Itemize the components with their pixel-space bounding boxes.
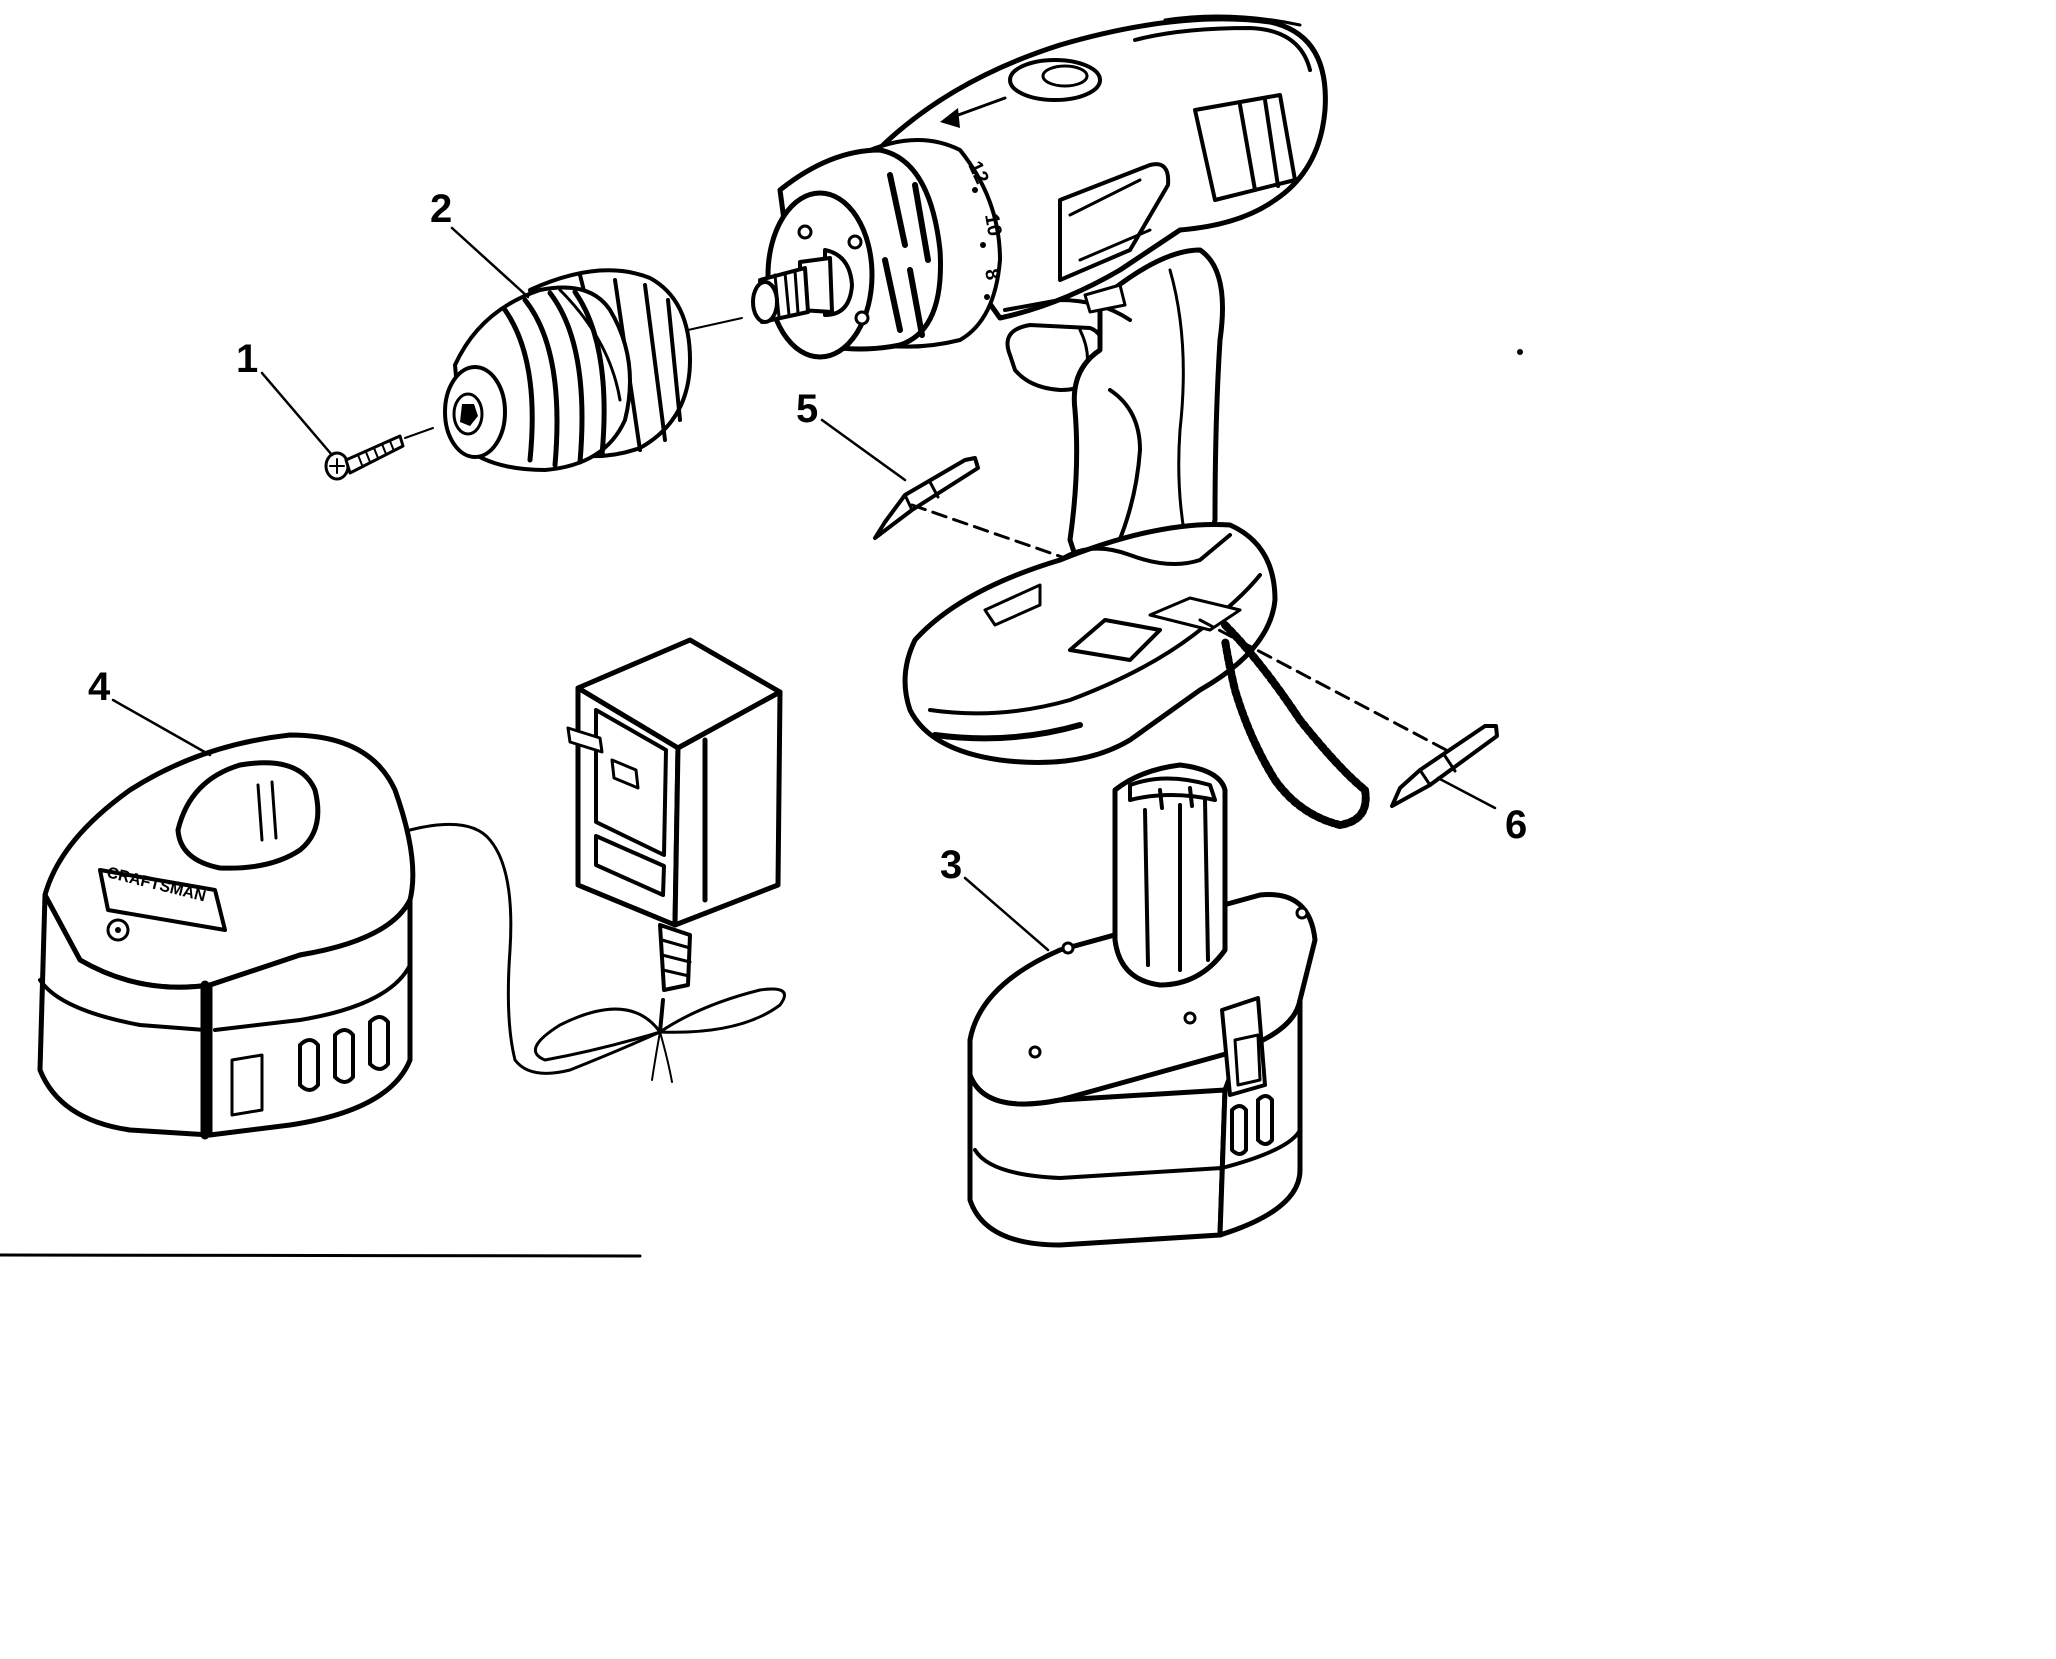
callout-4: 4 <box>88 665 111 709</box>
charger-cord <box>408 822 786 1083</box>
leader-lines <box>111 226 1497 952</box>
bit-5-part <box>873 456 1067 560</box>
leader-4 <box>111 698 212 757</box>
charger-part: CRAFTSMAN <box>37 732 416 1140</box>
leader-2 <box>450 226 530 299</box>
leader-5 <box>820 418 907 482</box>
chuck-part <box>404 268 743 472</box>
diagram-canvas: 8 10 12 <box>0 14 1527 1258</box>
callout-3: 3 <box>940 843 962 887</box>
leader-1 <box>260 371 334 457</box>
clutch-mark-10: 10 <box>980 212 1006 238</box>
exploded-parts-diagram: 8 10 12 <box>0 14 1528 1258</box>
bit-6-part <box>1198 618 1499 808</box>
callout-2: 2 <box>430 187 452 231</box>
wall-adapter-part <box>566 637 783 992</box>
drill-part: 8 10 12 <box>751 14 1370 829</box>
callout-labels: 1 2 3 4 5 6 <box>88 187 1527 887</box>
scan-speck <box>1517 349 1523 355</box>
bottom-rule <box>0 1253 642 1258</box>
battery-part <box>967 762 1318 1248</box>
screw-part <box>324 434 405 481</box>
clutch-mark-8: 8 <box>980 267 1004 282</box>
callout-1: 1 <box>236 337 258 381</box>
leader-6 <box>1436 776 1497 810</box>
leader-3 <box>963 876 1050 952</box>
callout-5: 5 <box>796 387 818 431</box>
callout-6: 6 <box>1505 803 1527 847</box>
